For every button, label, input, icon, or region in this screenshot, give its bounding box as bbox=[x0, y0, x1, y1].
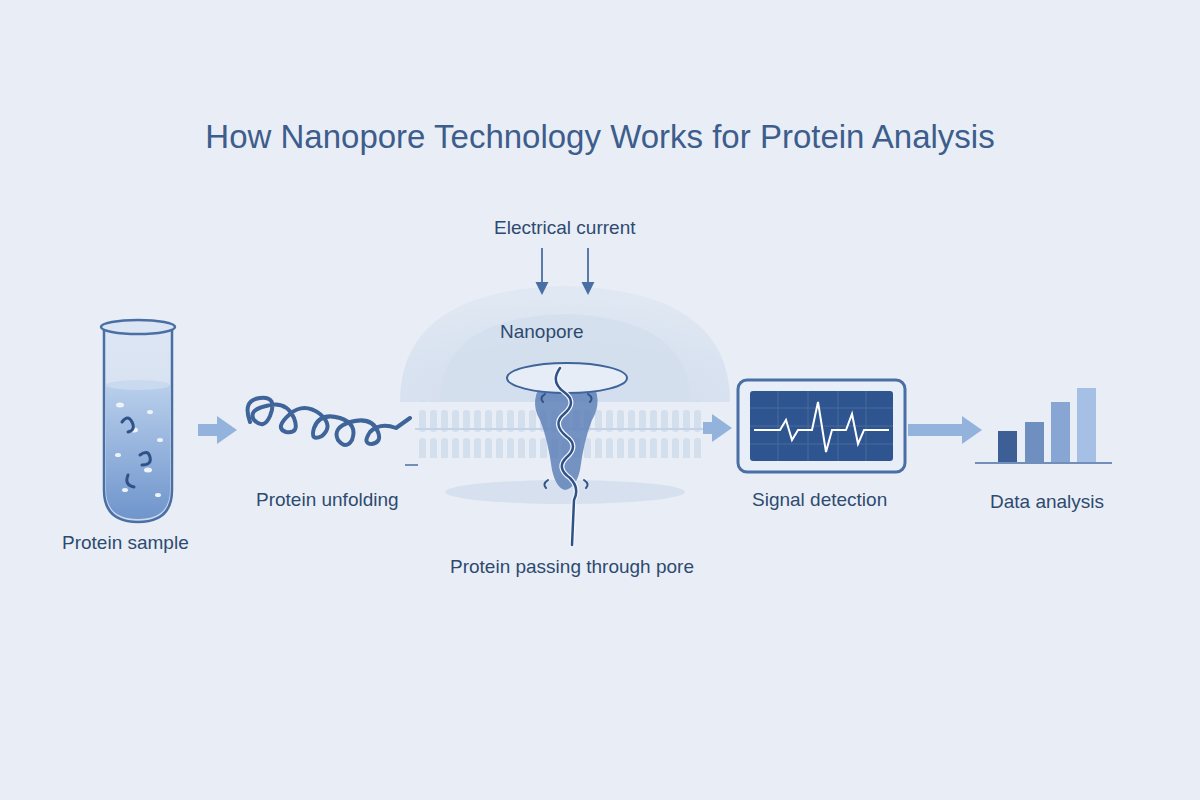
stage-label: Protein sample bbox=[62, 532, 189, 554]
stage-label: Data analysis bbox=[990, 491, 1104, 513]
bar-chart bbox=[975, 388, 1112, 463]
stage-node: Data analysis bbox=[985, 370, 1110, 520]
flow-arrow bbox=[198, 416, 237, 444]
diagram-title: How Nanopore Technology Works for Protei… bbox=[0, 118, 1200, 156]
stage-label: Signal detection bbox=[752, 489, 887, 511]
annotation-label: Electrical current bbox=[494, 217, 636, 239]
current-arrows bbox=[537, 248, 593, 293]
stage-label: Protein unfolding bbox=[256, 489, 399, 511]
connector-line bbox=[405, 465, 418, 466]
protein-chain bbox=[248, 398, 410, 445]
nanopore-membrane bbox=[400, 286, 730, 545]
signal-monitor bbox=[738, 380, 905, 472]
test-tube bbox=[101, 320, 175, 522]
stage-label: Nanopore bbox=[500, 321, 583, 343]
flow-arrow bbox=[703, 414, 732, 442]
flow-arrow bbox=[908, 416, 982, 444]
stage-node: NanoporeProtein passing through pore bbox=[418, 300, 700, 585]
stage-label: Protein passing through pore bbox=[450, 556, 694, 578]
stage-node: Protein sample bbox=[58, 300, 195, 560]
stage-node: Protein unfolding bbox=[240, 370, 405, 515]
stage-node: Signal detection bbox=[735, 370, 905, 520]
